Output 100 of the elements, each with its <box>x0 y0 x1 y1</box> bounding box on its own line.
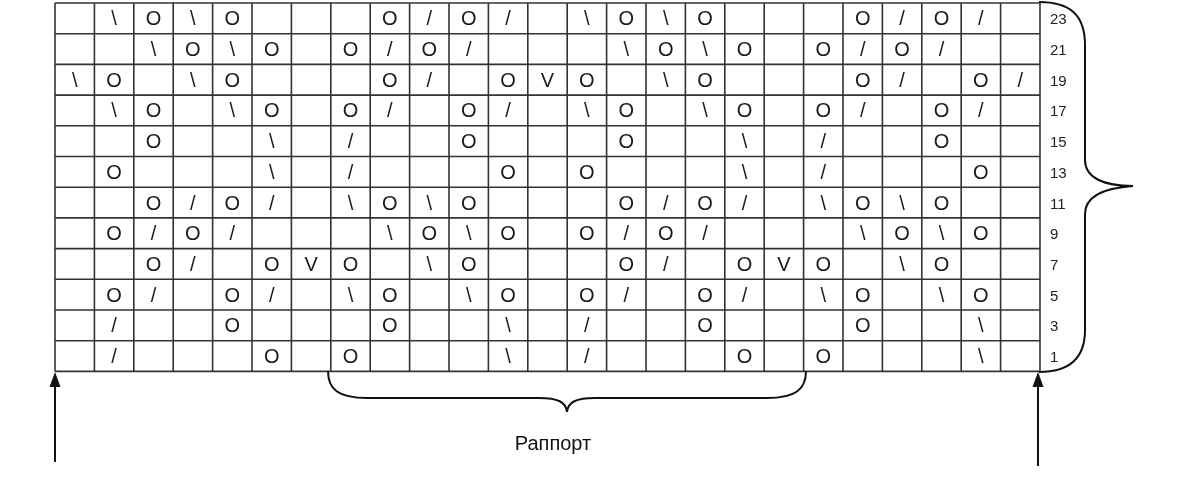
stitch-symbol: \ <box>702 100 708 121</box>
stitch-symbol: \ <box>662 69 669 90</box>
stitch-symbol: \ <box>938 284 945 305</box>
stitch-symbol: \ <box>623 39 630 60</box>
stitch-symbol: O <box>224 8 241 29</box>
stitch-symbol: \ <box>978 315 984 336</box>
stitch-symbol: O <box>579 284 595 305</box>
stitch-symbol: O <box>736 253 753 274</box>
stitch-symbol: / <box>899 69 905 90</box>
bracket-label: Раппорт <box>514 433 592 453</box>
stitch-symbol: / <box>702 223 708 244</box>
stitch-symbol: / <box>387 39 393 60</box>
stitch-symbol: / <box>662 253 669 274</box>
stitch-symbol: O <box>854 315 871 336</box>
stitch-symbol: O <box>106 161 122 182</box>
stitch-symbol: O <box>185 223 201 244</box>
stitch-symbol: O <box>579 69 595 90</box>
stitch-symbol: O <box>973 69 989 90</box>
row-number: 15 <box>1050 133 1067 149</box>
stitch-symbol: O <box>854 192 871 213</box>
stitch-symbol: O <box>618 100 635 121</box>
stitch-symbol: \ <box>71 69 78 90</box>
stitch-symbol: \ <box>426 253 433 274</box>
stitch-symbol: \ <box>859 223 866 244</box>
stitch-symbol: / <box>190 253 196 274</box>
stitch-symbol: O <box>618 253 635 274</box>
stitch-symbol: / <box>741 192 748 213</box>
stitch-symbol: / <box>978 100 984 121</box>
stitch-symbol: O <box>736 39 753 60</box>
stitch-symbol: O <box>145 8 162 29</box>
stitch-symbol: / <box>347 161 354 182</box>
stitch-symbol: O <box>933 100 950 121</box>
stitch-symbol: / <box>899 8 905 29</box>
stitch-symbol: O <box>342 253 359 274</box>
stitch-symbol: O <box>500 69 516 90</box>
stitch-symbol: O <box>815 100 832 121</box>
stitch-symbol: O <box>500 223 516 244</box>
stitch-symbol: O <box>460 192 477 213</box>
stitch-symbol: O <box>697 69 713 90</box>
stitch-symbol: O <box>618 8 635 29</box>
stitch-symbol: O <box>854 8 871 29</box>
stitch-symbol: / <box>820 161 827 182</box>
stitch-symbol: \ <box>978 346 984 367</box>
stitch-symbol: O <box>618 131 635 152</box>
stitch-symbol: O <box>973 284 989 305</box>
stitch-symbol: O <box>933 131 950 152</box>
stitch-symbol: O <box>736 346 753 367</box>
row-number: 1 <box>1050 348 1059 364</box>
row-number: 23 <box>1050 10 1067 26</box>
stitch-symbol: O <box>224 284 241 305</box>
stitch-symbol: O <box>185 39 201 60</box>
stitch-symbol: / <box>859 100 866 121</box>
stitch-symbol: O <box>973 161 989 182</box>
row-number: 21 <box>1050 41 1067 57</box>
stitch-symbol: O <box>697 284 713 305</box>
stitch-symbol: O <box>106 223 122 244</box>
stitch-symbol: O <box>263 346 280 367</box>
stitch-symbol: / <box>268 284 275 305</box>
stitch-symbol: V <box>777 253 791 274</box>
stitch-symbol: / <box>741 284 748 305</box>
stitch-symbol: O <box>657 39 674 60</box>
stitch-symbol: / <box>662 192 669 213</box>
stitch-symbol: O <box>145 192 162 213</box>
stitch-symbol: V <box>304 253 318 274</box>
stitch-symbol: \ <box>150 39 157 60</box>
stitch-symbol: O <box>382 192 398 213</box>
stitch-symbol: O <box>579 161 595 182</box>
stitch-symbol: \ <box>505 315 511 336</box>
stitch-symbol: O <box>460 253 477 274</box>
stitch-symbol: / <box>623 284 630 305</box>
stitch-symbol: O <box>894 39 910 60</box>
stitch-symbol: / <box>190 192 196 213</box>
stitch-symbol: \ <box>662 8 669 29</box>
stitch-symbol: \ <box>111 100 117 121</box>
stitch-symbol: O <box>933 8 950 29</box>
stitch-symbol: / <box>150 284 157 305</box>
stitch-symbol: O <box>697 8 713 29</box>
stitch-symbol: O <box>224 192 241 213</box>
stitch-symbol: \ <box>426 192 433 213</box>
stitch-symbol: \ <box>899 253 905 274</box>
stitch-symbol: O <box>894 223 910 244</box>
stitch-symbol: O <box>145 100 162 121</box>
stitch-symbol: \ <box>190 69 196 90</box>
stitch-symbol: O <box>382 315 398 336</box>
row-number: 19 <box>1050 72 1067 88</box>
stitch-symbol: \ <box>465 284 472 305</box>
row-number: 5 <box>1050 287 1059 303</box>
stitch-symbol: / <box>584 346 590 367</box>
stitch-symbol: O <box>815 253 832 274</box>
stitch-symbol: O <box>973 223 989 244</box>
stitch-symbol: O <box>933 192 950 213</box>
stitch-symbol: / <box>111 315 117 336</box>
stitch-symbol: O <box>815 346 832 367</box>
stitch-symbol: \ <box>268 131 275 152</box>
stitch-symbol: O <box>500 161 516 182</box>
stitch-symbol: / <box>505 100 511 121</box>
row-number: 9 <box>1050 225 1059 241</box>
row-number: 3 <box>1050 317 1059 333</box>
stitch-symbol: O <box>145 131 162 152</box>
stitch-symbol: \ <box>229 39 236 60</box>
